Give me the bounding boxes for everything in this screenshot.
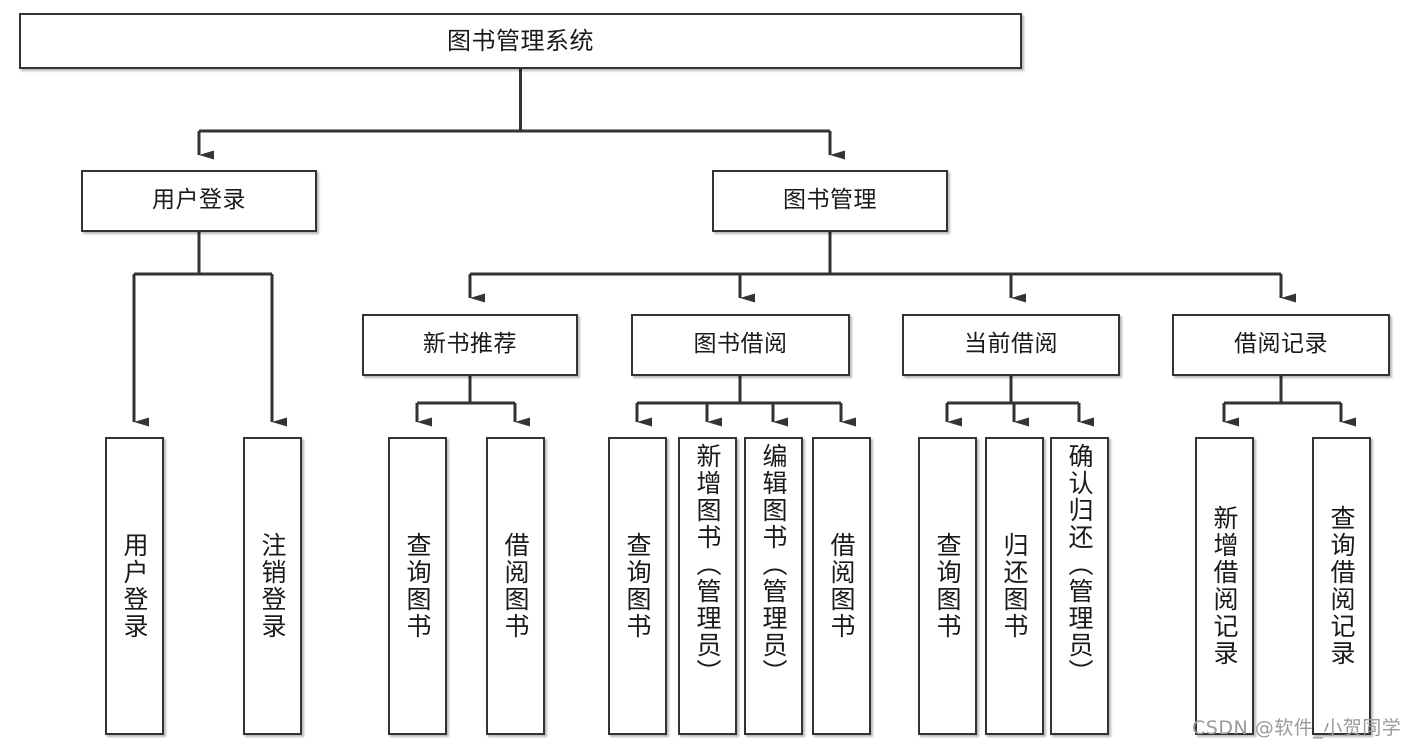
node-leaf-user-login[interactable]: 用户登录 [105, 437, 164, 735]
node-leaf-edit-book-admin[interactable]: 编辑图书（管理员） [744, 437, 803, 735]
node-leaf-add-borrow-record[interactable]: 新增借阅记录 [1195, 437, 1254, 735]
node-new-book-recommend-label: 新书推荐 [423, 331, 517, 358]
node-leaf-query-borrow-record[interactable]: 查询借阅记录 [1312, 437, 1371, 735]
node-book-management-label: 图书管理 [783, 187, 877, 214]
node-leaf-confirm-return-admin[interactable]: 确认归还（管理员） [1050, 437, 1109, 735]
node-book-borrow[interactable]: 图书借阅 [631, 314, 850, 376]
node-leaf-confirm-return-admin-label: 确认归还（管理员） [1065, 443, 1094, 686]
node-leaf-query-book-borrow[interactable]: 查询图书 [608, 437, 667, 735]
node-new-book-recommend[interactable]: 新书推荐 [362, 314, 578, 376]
node-borrow-record[interactable]: 借阅记录 [1172, 314, 1390, 376]
node-leaf-user-login-label: 用户登录 [120, 532, 149, 640]
node-leaf-borrow-book-label: 借阅图书 [827, 532, 856, 640]
node-leaf-query-book-current-label: 查询图书 [933, 532, 962, 640]
node-leaf-query-book-recommend-label: 查询图书 [403, 532, 432, 640]
node-leaf-add-borrow-record-label: 新增借阅记录 [1210, 505, 1239, 667]
node-leaf-add-book-admin-label: 新增图书（管理员） [693, 443, 722, 686]
node-leaf-edit-book-admin-label: 编辑图书（管理员） [759, 443, 788, 686]
node-leaf-user-logout[interactable]: 注销登录 [243, 437, 302, 735]
node-leaf-query-book-current[interactable]: 查询图书 [918, 437, 977, 735]
node-user-login[interactable]: 用户登录 [81, 170, 317, 232]
node-leaf-return-book[interactable]: 归还图书 [985, 437, 1044, 735]
node-leaf-add-book-admin[interactable]: 新增图书（管理员） [678, 437, 737, 735]
node-leaf-borrow-book-recommend-label: 借阅图书 [501, 532, 530, 640]
node-root-label: 图书管理系统 [447, 26, 594, 55]
node-book-management[interactable]: 图书管理 [712, 170, 948, 232]
node-book-borrow-label: 图书借阅 [693, 331, 788, 358]
node-current-borrow[interactable]: 当前借阅 [902, 314, 1120, 376]
node-leaf-query-borrow-record-label: 查询借阅记录 [1327, 505, 1356, 667]
node-leaf-borrow-book[interactable]: 借阅图书 [812, 437, 871, 735]
node-current-borrow-label: 当前借阅 [964, 331, 1058, 358]
node-borrow-record-label: 借阅记录 [1234, 331, 1328, 358]
node-leaf-return-book-label: 归还图书 [1000, 532, 1029, 640]
node-leaf-user-logout-label: 注销登录 [258, 532, 287, 640]
csdn-watermark: CSDN @软件_小贺同学 [1192, 717, 1402, 739]
node-root-book-management-system[interactable]: 图书管理系统 [19, 13, 1022, 69]
node-user-login-label: 用户登录 [152, 187, 246, 214]
node-leaf-query-book-recommend[interactable]: 查询图书 [388, 437, 447, 735]
node-leaf-query-book-borrow-label: 查询图书 [623, 532, 652, 640]
node-leaf-borrow-book-recommend[interactable]: 借阅图书 [486, 437, 545, 735]
